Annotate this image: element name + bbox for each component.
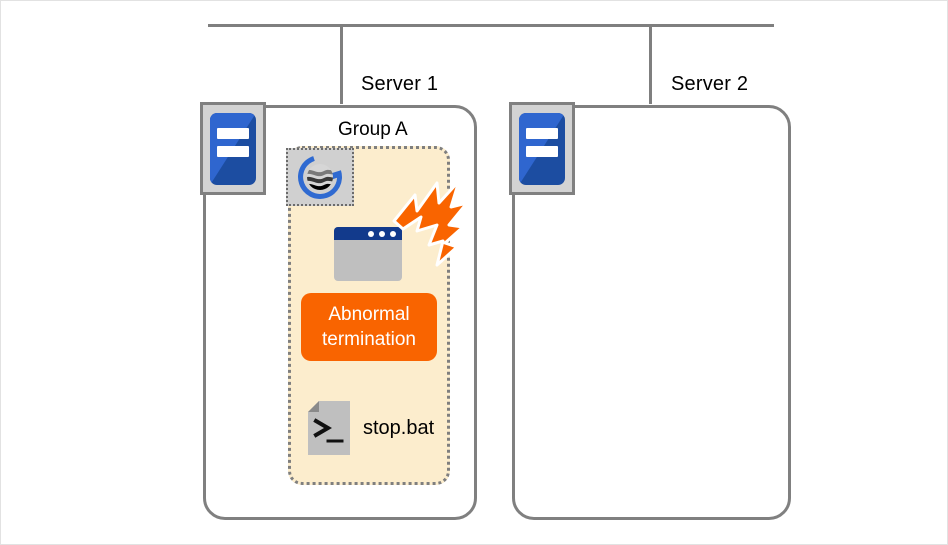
server-2-label: Server 2 <box>671 73 749 95</box>
group-a-label: Group A <box>338 119 408 140</box>
stop-script-label: stop.bat <box>363 416 435 439</box>
network-bus-line <box>208 24 774 27</box>
window-dot-1 <box>368 230 374 237</box>
abnormal-termination-badge[interactable]: Abnormal termination <box>301 293 437 361</box>
abnormal-termination-line-1: Abnormal <box>328 304 410 325</box>
server-bay-bar-2 <box>217 145 249 157</box>
window-dot-2 <box>379 230 385 237</box>
server-chassis <box>519 112 565 185</box>
batch-file-icon <box>308 401 350 455</box>
window-dot-3 <box>390 230 396 237</box>
server-1-connector-line <box>340 24 343 104</box>
server-bay-bar-1 <box>217 127 249 139</box>
server-2-connector-line <box>649 24 652 104</box>
app-window-icon[interactable] <box>334 227 402 281</box>
window-titlebar <box>334 227 402 240</box>
lightning-burst-icon <box>387 173 477 273</box>
server-1-label: Server 1 <box>361 73 439 95</box>
server-1-machine-icon <box>200 102 266 195</box>
product-logo-icon <box>298 156 342 199</box>
product-logo-tile[interactable] <box>286 148 354 206</box>
server-bay-bar-1 <box>526 127 558 139</box>
server-bay-bar-2 <box>526 145 558 157</box>
server-2-machine-icon <box>509 102 575 195</box>
server-chassis <box>210 112 256 185</box>
stop-script-row[interactable]: stop.bat <box>308 401 434 455</box>
abnormal-termination-line-2: termination <box>322 329 416 350</box>
